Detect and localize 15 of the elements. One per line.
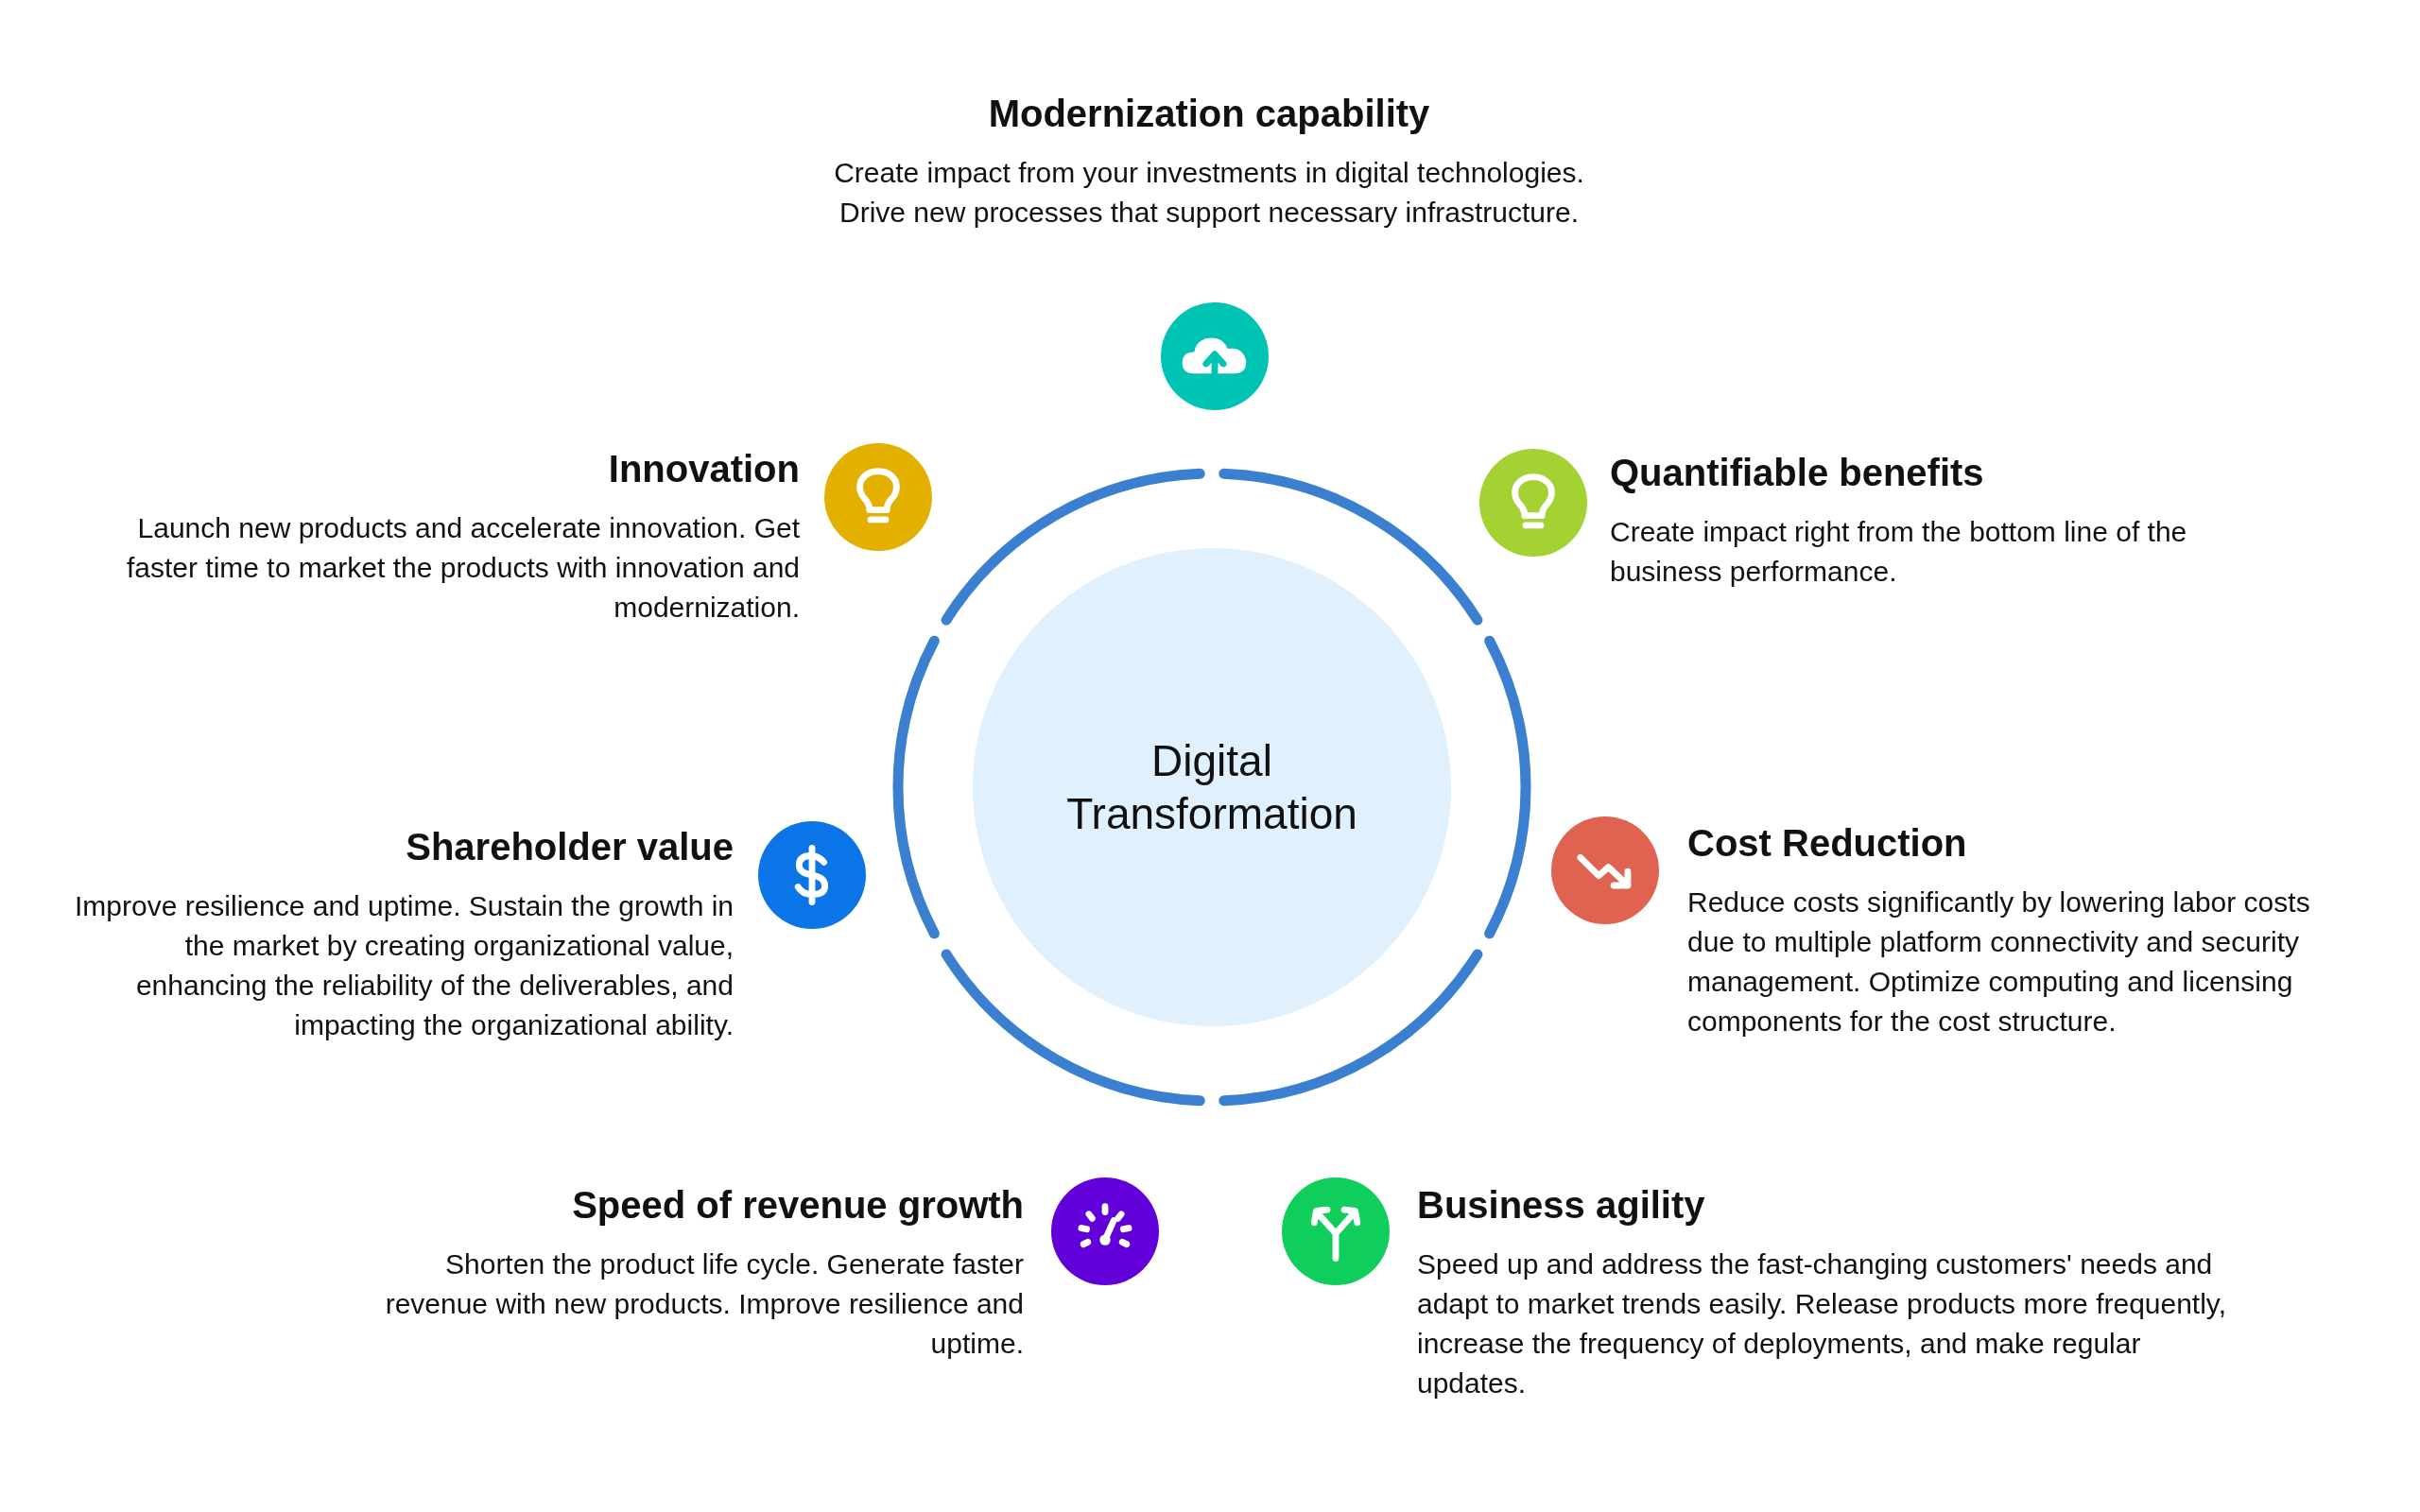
- section-heading: Quantifiable benefits: [1610, 451, 1984, 495]
- section-heading: Modernization capability: [988, 92, 1430, 136]
- section-heading: Cost Reduction: [1687, 821, 1967, 866]
- description-text: Create impact right from the bottom line of the business performance.: [1610, 515, 2188, 589]
- description-text: Shorten the product life cycle. Generate faster revenue with new products. Improve resilience and uptime.: [384, 1247, 1024, 1361]
- section-heading: Innovation: [608, 447, 800, 491]
- center-title: Digital Transformation: [1065, 735, 1358, 840]
- section-heading: Shareholder value: [406, 825, 734, 869]
- section-heading: Business agility: [1417, 1183, 1705, 1228]
- section-heading: Speed of revenue growth: [572, 1183, 1024, 1228]
- description-text: Reduce costs significantly by lowering labor costs due to multiple platform connectivity and security management. Optimize computing and licensing components for the cost structure.: [1687, 885, 2311, 1039]
- description-text: Improve resilience and uptime. Sustain the growth in the market by creating organizational value, enhancing the reliability of the deliverables, and impacting the organizational ability.: [73, 889, 734, 1042]
- description-text: Launch new products and accelerate innovation. Get faster time to market the products with innovation and modernization.: [125, 511, 800, 625]
- description-text: Create impact from your investments in digital technologies. Drive new processes that support necessary infrastructure.: [833, 156, 1585, 230]
- description-text: Speed up and address the fast-changing customers' needs and adapt to market trends easily. Release products more frequently, increase the frequency of deployments, and make regular updates.: [1417, 1247, 2227, 1400]
